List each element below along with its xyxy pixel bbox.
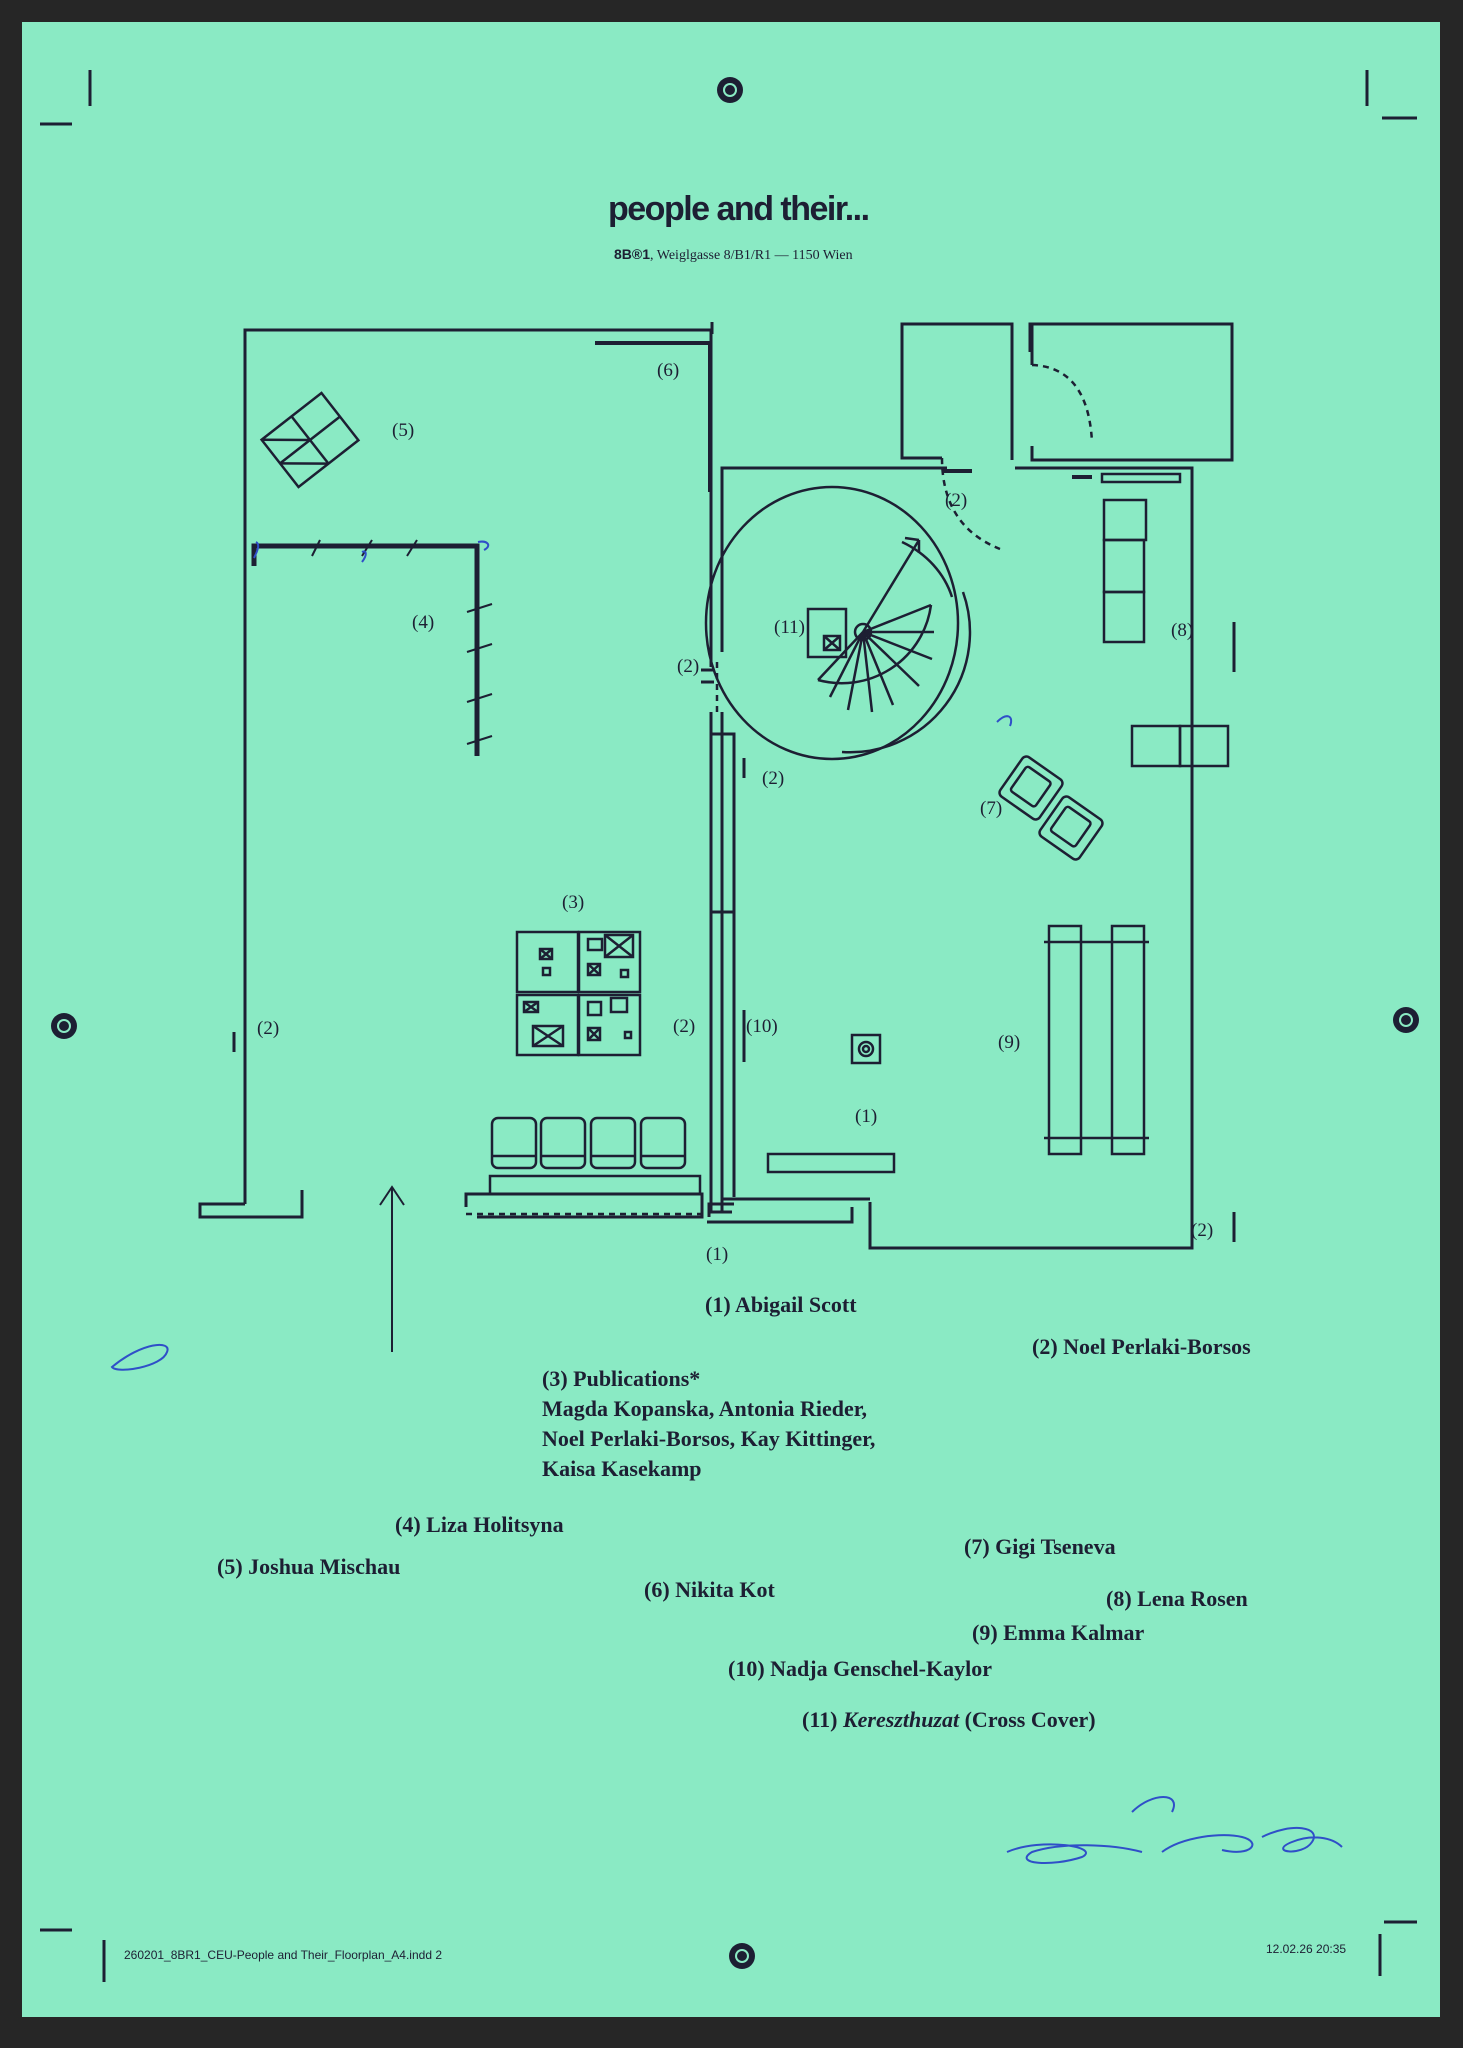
furniture-7-chairs bbox=[998, 755, 1104, 861]
crop-marks bbox=[40, 70, 1417, 1982]
publications-tables bbox=[515, 930, 642, 1057]
legend-item-3-line2: Noel Perlaki-Borsos, Kay Kittinger, bbox=[542, 1426, 876, 1451]
plan-label-2-wall: (2) bbox=[673, 1016, 696, 1037]
legend-item-6: (6) Nikita Kot bbox=[644, 1577, 775, 1602]
annex-walls bbox=[900, 322, 1234, 462]
legend-item-3-line1: Magda Kopanska, Antonia Rieder, bbox=[542, 1396, 867, 1421]
furniture-8 bbox=[942, 469, 1236, 768]
legend-item-11-title: Kereszthuzat bbox=[842, 1707, 960, 1732]
legend-item-8: (8) Lena Rosen bbox=[1106, 1586, 1248, 1611]
partition-wall-4 bbox=[251, 543, 480, 756]
legend-item-11-suffix: (Cross Cover) bbox=[959, 1707, 1096, 1732]
spiral-staircase bbox=[704, 485, 972, 761]
plan-label-2-left: (2) bbox=[257, 1018, 280, 1039]
legend-item-4: (4) Liza Holitsyna bbox=[395, 1512, 564, 1537]
seating-row bbox=[488, 1116, 702, 1196]
legend-item-3-line3: Kaisa Kasekamp bbox=[542, 1456, 702, 1481]
venue-code: 8B®1 bbox=[614, 246, 650, 262]
legend-item-3: (3) Publications* Magda Kopanska, Antoni… bbox=[542, 1364, 875, 1484]
plan-label-9: (9) bbox=[998, 1032, 1021, 1053]
plan-label-8: (8) bbox=[1171, 620, 1194, 641]
paper-sheet: people and their... 8B®1, Weiglgasse 8/B… bbox=[22, 22, 1440, 2017]
pen-scribbles bbox=[110, 540, 1343, 1865]
legend-item-3-title: (3) Publications* bbox=[542, 1366, 701, 1391]
plan-label-1: (1) bbox=[855, 1106, 878, 1127]
plan-label-2-mid: (2) bbox=[762, 768, 785, 789]
object-1 bbox=[766, 1033, 896, 1174]
footer-datetime: 12.02.26 20:35 bbox=[1266, 1942, 1347, 1956]
plan-label-5: (5) bbox=[392, 420, 415, 441]
exhibition-title: people and their... bbox=[608, 190, 870, 228]
venue-address: , Weiglgasse 8/B1/R1 — 1150 Wien bbox=[650, 248, 853, 263]
floorplan-drawing bbox=[40, 70, 1419, 1982]
footer-filename: 260201_8BR1_CEU-People and Their_Floorpl… bbox=[124, 1948, 442, 1962]
left-room-walls bbox=[198, 322, 714, 1219]
registration-marks bbox=[51, 77, 1419, 1969]
entry-arrow bbox=[379, 1185, 405, 1352]
legend-item-5: (5) Joshua Mischau bbox=[217, 1554, 401, 1579]
plan-label-2-corner: (2) bbox=[1191, 1220, 1214, 1241]
legend-item-1: (1) Abigail Scott bbox=[705, 1292, 857, 1317]
plan-label-1-entry: (1) bbox=[706, 1244, 729, 1265]
wall-4-ticks bbox=[311, 539, 493, 745]
plan-label-6: (6) bbox=[657, 360, 680, 381]
plan-label-4: (4) bbox=[412, 612, 435, 633]
plan-label-2-door: (2) bbox=[677, 656, 700, 677]
plan-label-3: (3) bbox=[562, 892, 585, 913]
plan-label-7: (7) bbox=[980, 798, 1003, 819]
legend-item-9: (9) Emma Kalmar bbox=[972, 1620, 1145, 1645]
plan-label-11: (11) bbox=[774, 617, 805, 638]
plan-label-10: (10) bbox=[746, 1016, 778, 1037]
legend-item-11: (11) Kereszthuzat (Cross Cover) bbox=[802, 1705, 1096, 1735]
address-line: 8B®1, Weiglgasse 8/B1/R1 — 1150 Wien bbox=[614, 246, 853, 264]
legend-item-2: (2) Noel Perlaki-Borsos bbox=[1032, 1334, 1251, 1359]
artwork-5-frames bbox=[259, 391, 361, 489]
plan-label-2-stair: (2) bbox=[945, 490, 968, 511]
right-room-walls bbox=[707, 466, 1194, 1250]
legend-item-7: (7) Gigi Tseneva bbox=[964, 1534, 1116, 1559]
legend-item-11-number: (11) bbox=[802, 1707, 843, 1732]
legend-item-10: (10) Nadja Genschel-Kaylor bbox=[728, 1656, 992, 1681]
benches-9 bbox=[1044, 924, 1149, 1156]
